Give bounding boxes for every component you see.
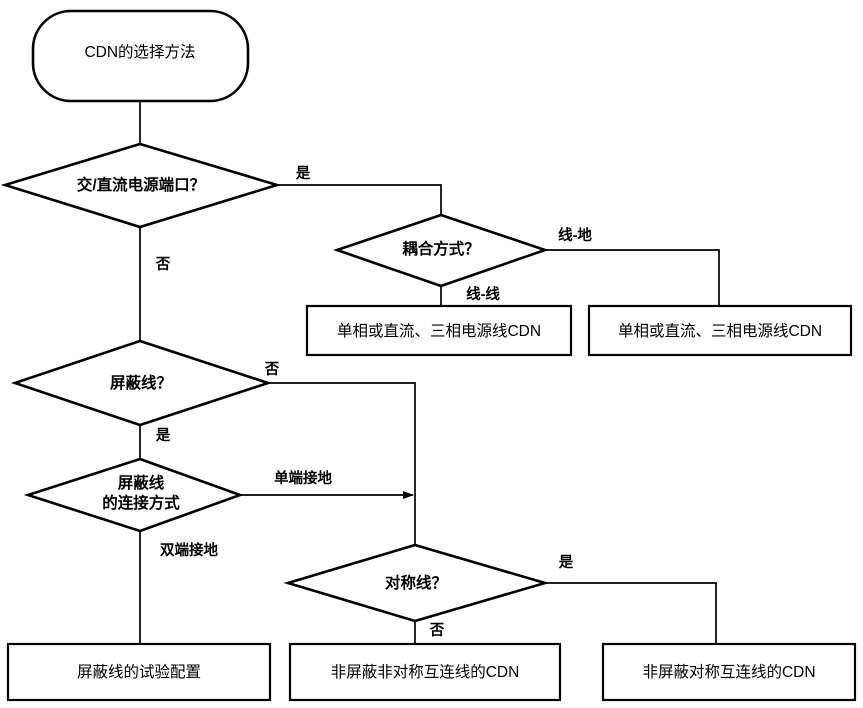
node-process-unshielded-balanced-cdn[interactable]: 非屏蔽对称互连线的CDN xyxy=(601,642,857,702)
edge-label-layer: 是 否 线-地 线-线 否 是 单端接地 双端接地 是 否 xyxy=(155,165,593,639)
node-process-unshielded-balanced-cdn-label: 非屏蔽对称互连线的CDN xyxy=(642,663,815,681)
node-process-shielded-test-config-label: 屏蔽线的试验配置 xyxy=(77,663,201,681)
edge-d1-yes-to-d2 xyxy=(277,184,442,215)
node-decision-coupling-mode-label: 耦合方式？ xyxy=(402,239,480,258)
node-process-unshielded-unbalanced-cdn-label: 非屏蔽非对称互连线的CDN xyxy=(331,663,520,681)
edge-label-d3-yes: 是 xyxy=(155,427,171,444)
node-process-power-cdn-line-line[interactable]: 单相或直流、三相电源线CDN xyxy=(305,304,573,357)
edge-label-d3-no: 否 xyxy=(264,361,280,378)
node-process-power-cdn-line-ground[interactable]: 单相或直流、三相电源线CDN xyxy=(587,304,853,357)
node-start-terminal[interactable]: CDN的选择方法 xyxy=(31,9,250,103)
node-decision-shield-connection-label-line1: 屏蔽线 xyxy=(118,473,165,492)
node-decision-shield-connection[interactable]: 屏蔽线 的连接方式 xyxy=(23,457,244,533)
edge-label-d1-yes: 是 xyxy=(295,165,311,182)
edge-label-d1-no: 否 xyxy=(155,256,171,273)
node-decision-shielded-cable[interactable]: 屏蔽线？ xyxy=(10,339,273,427)
node-decision-shield-connection-label-line2: 的连接方式 xyxy=(102,493,180,512)
node-process-shielded-test-config[interactable]: 屏蔽线的试验配置 xyxy=(6,642,272,702)
edge-label-d2-line-ground: 线-地 xyxy=(558,226,592,244)
edge-d5-yes-to-p5 xyxy=(545,582,717,644)
node-decision-balanced-cable-label: 对称线？ xyxy=(385,573,447,592)
node-decision-balanced-cable[interactable]: 对称线？ xyxy=(283,543,550,623)
edge-label-d4-double-ground: 双端接地 xyxy=(160,541,218,559)
node-decision-coupling-mode[interactable]: 耦合方式？ xyxy=(332,213,550,288)
edge-d2-lineground-to-p2 xyxy=(545,249,720,306)
edge-d3-no-to-d5 xyxy=(268,382,416,545)
node-decision-power-port-label: 交/直流电源端口？ xyxy=(77,175,205,194)
node-decision-shielded-cable-label: 屏蔽线？ xyxy=(110,373,172,392)
edge-label-d5-yes: 是 xyxy=(558,554,574,571)
node-process-power-cdn-line-ground-label: 单相或直流、三相电源线CDN xyxy=(618,322,822,340)
node-decision-power-port[interactable]: 交/直流电源端口？ xyxy=(0,142,282,229)
edge-label-d4-single-ground: 单端接地 xyxy=(274,469,332,487)
connector-layer xyxy=(139,101,720,644)
node-process-power-cdn-line-line-label: 单相或直流、三相电源线CDN xyxy=(337,322,541,340)
node-start-label: CDN的选择方法 xyxy=(84,43,195,61)
edge-label-d5-no: 否 xyxy=(429,622,445,639)
node-process-unshielded-unbalanced-cdn[interactable]: 非屏蔽非对称互连线的CDN xyxy=(288,642,562,702)
edge-label-d2-line-line: 线-线 xyxy=(466,285,500,303)
